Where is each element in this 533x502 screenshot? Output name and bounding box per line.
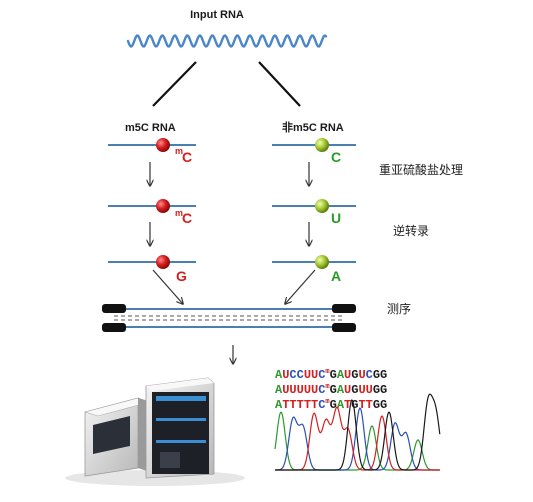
right-strand-3: A <box>272 255 356 284</box>
chromatogram-trace-1 <box>275 407 440 471</box>
left-strand-2: m C <box>108 199 196 226</box>
left-to-flowcell-arrow <box>152 269 183 304</box>
left-strand-1: m C <box>108 138 196 165</box>
methyl-dot-icon <box>156 199 170 213</box>
unmethylated-dot-icon <box>315 255 329 269</box>
sequence-read-3: ATTTTTCmGATGTTGG <box>275 398 387 412</box>
split-line-left <box>152 61 197 107</box>
left-base-1-sup: m <box>175 146 183 156</box>
left-base-1: C <box>182 149 192 165</box>
split-line-right <box>258 61 301 107</box>
left-base-3: G <box>176 268 187 284</box>
left-base-2: C <box>182 210 192 226</box>
right-base-2: U <box>331 210 341 226</box>
chromatogram-trace-3 <box>275 393 441 471</box>
input-rna-wave <box>126 34 328 48</box>
non-m5c-rna-label: 非m5C RNA <box>282 120 344 134</box>
sequencing-flowcell <box>102 304 356 332</box>
unmethylated-dot-icon <box>315 199 329 213</box>
right-strand-2: U <box>272 199 356 226</box>
m5c-rna-label: m5C RNA <box>125 122 176 134</box>
right-to-flowcell-arrow <box>285 269 316 304</box>
unmethylated-dot-icon <box>315 138 329 152</box>
sequencer-machine-icon <box>65 377 245 486</box>
methyl-dot-icon <box>156 255 170 269</box>
right-base-3: A <box>331 268 341 284</box>
step-bisulfite-label: 重亚硫酸盐处理 <box>379 162 463 177</box>
left-strand-3: G <box>108 255 196 284</box>
step-reverse-transcription-label: 逆转录 <box>393 223 429 238</box>
methyl-dot-icon <box>156 138 170 152</box>
sequence-read-2: AUUUUUCmGAUGUUGG <box>275 383 387 397</box>
left-base-2-sup: m <box>175 208 183 218</box>
step-sequencing-label: 测序 <box>387 301 411 316</box>
right-strand-1: C <box>272 138 356 165</box>
sequence-read-1: AUCCUUCmGAUGUCGG <box>275 368 387 382</box>
right-base-1: C <box>331 149 341 165</box>
input-rna-title: Input RNA <box>190 9 244 21</box>
chromatogram-icon <box>274 393 441 471</box>
